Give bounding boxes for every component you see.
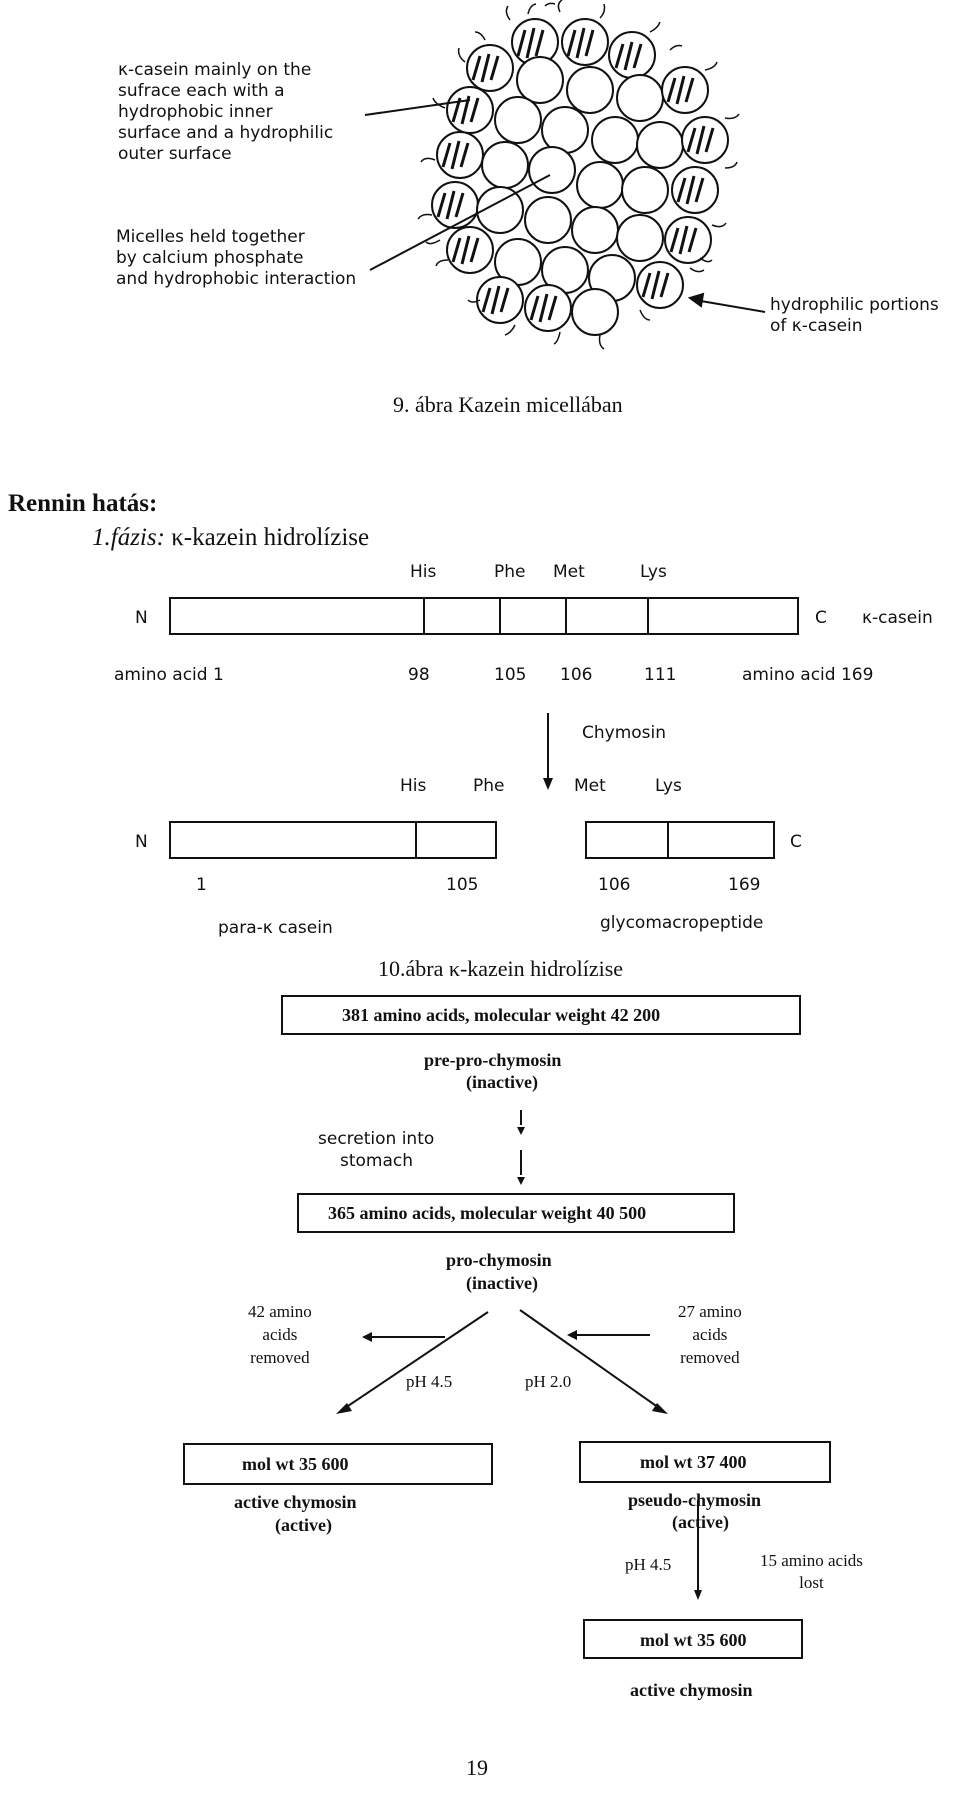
pro-chymosin-state: (inactive) — [466, 1273, 538, 1293]
right-removed-label: 27 amino acids removed — [678, 1300, 742, 1369]
enzyme-label: Chymosin — [582, 723, 667, 743]
micelle-drawing — [364, 0, 766, 350]
active-chymosin-state: (active) — [275, 1515, 332, 1535]
flow-lines — [183, 995, 831, 1659]
left-removed-line: 42 amino — [248, 1302, 312, 1321]
hydrophilic-annotation: hydrophilic portions of κ-casein — [770, 295, 939, 337]
position-label: 105 — [446, 875, 479, 895]
left-product-box-label: mol wt 35 600 — [242, 1454, 349, 1474]
kcasein-annotation-line: sufrace each with a — [118, 81, 285, 101]
figure-9-caption: 9. ábra Kazein micellában — [393, 392, 623, 417]
final-active-chymosin-label: active chymosin — [630, 1680, 753, 1700]
position-label: 169 — [728, 875, 761, 895]
position-label: amino acid 169 — [742, 665, 874, 685]
pre-pro-chymosin-label: pre-pro-chymosin — [424, 1050, 562, 1070]
residue-label: Lys — [640, 562, 667, 582]
pre-pro-chymosin-state: (inactive) — [466, 1072, 538, 1092]
lost-line: lost — [799, 1573, 824, 1592]
kcasein-annotation-line: κ-casein mainly on the — [118, 60, 312, 80]
hydrolysis-diagram — [169, 597, 799, 859]
kcasein-annotation-line: surface and a hydrophilic — [118, 123, 334, 143]
residue-label: Met — [553, 562, 585, 582]
active-chymosin-label: active chymosin — [234, 1492, 357, 1512]
c-terminus-label: C — [790, 832, 802, 852]
para-kcasein-label: para-κ casein — [218, 918, 333, 938]
c-terminus-label: C — [815, 608, 827, 628]
left-removed-label: 42 amino acids removed — [248, 1300, 312, 1369]
micelles-annotation-line: and hydrophobic interaction — [116, 269, 357, 289]
right-removed-line: removed — [680, 1348, 740, 1367]
position-label: amino acid 1 — [114, 665, 224, 685]
phase-label: 1.fázis: — [92, 524, 165, 551]
n-terminus-label: N — [135, 832, 148, 852]
lost-label: 15 amino acids lost — [760, 1550, 863, 1594]
kcasein-annotation-line: hydrophobic inner — [118, 102, 273, 122]
residue-label: Phe — [494, 562, 526, 582]
ph-lower-label: pH 4.5 — [625, 1555, 672, 1574]
glycomacropeptide-label: glycomacropeptide — [600, 913, 764, 933]
final-product-box-label: mol wt 35 600 — [640, 1630, 747, 1650]
right-removed-line: acids — [692, 1325, 728, 1344]
kcasein-label: κ-casein — [862, 608, 933, 628]
left-removed-line: removed — [250, 1348, 310, 1367]
proenzyme-box-label: 365 amino acids, molecular weight 40 500 — [328, 1203, 647, 1223]
ph-right-label: pH 2.0 — [525, 1372, 572, 1391]
page-number: 19 — [466, 1755, 488, 1780]
kcasein-annotation: κ-casein mainly on the sufrace each with… — [118, 60, 333, 165]
micelles-annotation-line: by calcium phosphate — [116, 248, 304, 268]
position-label: 111 — [644, 665, 677, 685]
arrow-head — [543, 778, 553, 790]
residue-label: His — [410, 562, 437, 582]
micelles-annotation: Micelles held together by calcium phosph… — [116, 227, 356, 290]
position-label: 105 — [494, 665, 527, 685]
pseudo-chymosin-state: (active) — [672, 1512, 729, 1532]
precursor-box-label: 381 amino acids, molecular weight 42 200 — [342, 1005, 661, 1025]
ph-left-label: pH 4.5 — [406, 1372, 453, 1391]
position-label: 106 — [598, 875, 631, 895]
figure-10-caption: 10.ábra κ-kazein hidrolízise — [378, 956, 624, 981]
residue-label: Lys — [655, 776, 682, 796]
micelles-annotation-line: Micelles held together — [116, 227, 305, 247]
section-heading: Rennin hatás: — [8, 490, 158, 517]
phase-line: 1.fázis: κ-kazein hidrolízise — [92, 524, 369, 552]
secretion-line: stomach — [340, 1151, 414, 1171]
secretion-line: secretion into — [318, 1129, 435, 1149]
n-terminus-label: N — [135, 608, 148, 628]
position-label: 1 — [196, 875, 207, 895]
hydrophilic-annotation-line: of κ-casein — [770, 316, 863, 336]
phase-text: κ-kazein hidrolízise — [164, 524, 370, 551]
hydrophilic-annotation-line: hydrophilic portions — [770, 295, 939, 315]
position-label: 106 — [560, 665, 593, 685]
secretion-label: secretion into stomach — [318, 1128, 434, 1172]
right-removed-line: 27 amino — [678, 1302, 742, 1321]
residue-label: His — [400, 776, 427, 796]
pseudo-chymosin-label: pseudo-chymosin — [628, 1490, 762, 1510]
residue-label: Met — [574, 776, 606, 796]
position-label: 98 — [408, 665, 430, 685]
residue-label: Phe — [473, 776, 505, 796]
kcasein-annotation-line: outer surface — [118, 144, 232, 164]
pro-chymosin-label: pro-chymosin — [446, 1250, 552, 1270]
left-removed-line: acids — [262, 1325, 298, 1344]
right-product-box-label: mol wt 37 400 — [640, 1452, 747, 1472]
lost-line: 15 amino acids — [760, 1551, 863, 1570]
